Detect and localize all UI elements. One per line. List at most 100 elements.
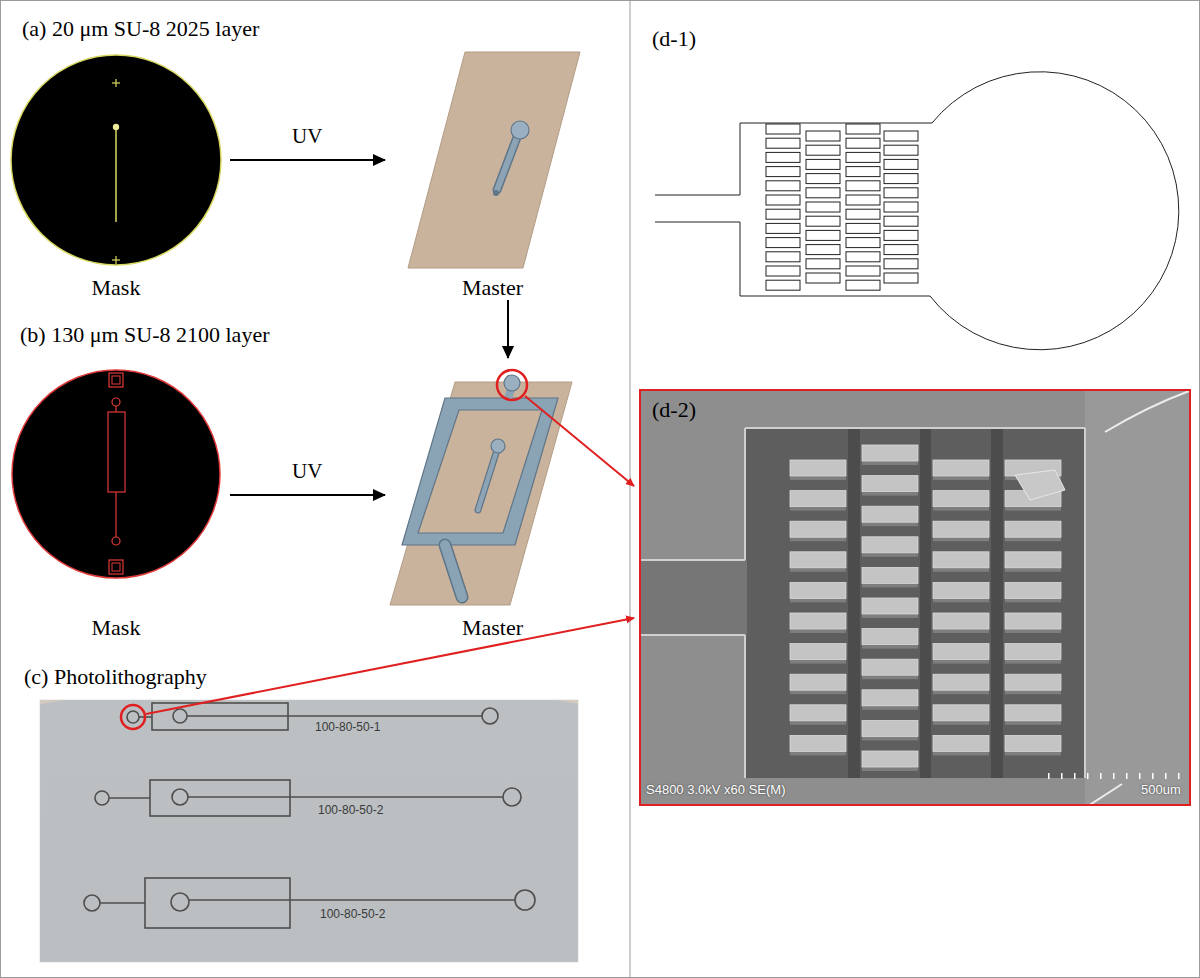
panel-caption: Master <box>462 615 523 640</box>
master-b-drawing-part <box>491 439 505 453</box>
chamber-outline-part <box>655 222 740 223</box>
chamber-outline-part-part <box>766 181 800 191</box>
sem-image-part <box>1048 773 1180 779</box>
sem-image-part-part <box>1005 552 1061 568</box>
photo-border <box>40 700 578 962</box>
master-b-drawing-part <box>478 450 497 510</box>
mask-a-drawing-part <box>115 79 116 87</box>
sem-image-part-part <box>862 476 918 492</box>
sem-image-part-part <box>862 720 918 736</box>
sem-image-part-part <box>862 506 918 522</box>
chamber-outline-part <box>740 222 741 296</box>
sem-image-part-part <box>933 460 989 476</box>
wafer-photo-part-part <box>173 709 187 723</box>
sem-image-part-part <box>862 445 918 461</box>
master-a-drawing <box>408 52 580 268</box>
wafer-photo <box>40 700 578 962</box>
sem-image <box>641 391 1189 804</box>
chamber-outline-part-part <box>806 259 840 269</box>
chamber-outline-part-part <box>884 216 918 226</box>
mask-a-drawing-part <box>115 256 116 264</box>
sem-image-part-part <box>790 644 846 660</box>
sem-image-part-part <box>744 428 746 560</box>
figure-panel: Master <box>385 358 600 640</box>
callout-pointers-part <box>525 396 634 486</box>
wafer-photo-part-part <box>172 789 188 805</box>
mask-b-drawing-part <box>115 406 116 412</box>
sem-image-part-part <box>862 751 918 767</box>
chamber-outline-part-part <box>766 252 800 262</box>
process-arrow <box>230 159 385 161</box>
chamber-outline-part-part <box>806 230 840 240</box>
sem-image-part-part <box>933 735 989 751</box>
master-b-drawing <box>390 375 572 605</box>
chamber-outline-part-part <box>884 188 918 198</box>
chamber-outline-part-part <box>806 273 840 283</box>
wafer-photo-part-part <box>189 899 515 901</box>
chamber-outline-part-part <box>884 174 918 184</box>
chamber-outline-part-part <box>884 230 918 240</box>
sem-image-part-part <box>933 491 989 507</box>
chamber-outline-part-part <box>884 202 918 212</box>
chamber-outline-part-part <box>766 152 800 162</box>
sem-image-part-part <box>790 521 846 537</box>
sem-image-part-part <box>862 659 918 675</box>
sem-image-part-part <box>933 582 989 598</box>
sem-image-part <box>641 428 1085 778</box>
sem-image-part-part <box>933 613 989 629</box>
sem-image-part <box>1105 391 1189 432</box>
panel-heading: (c) Photolithography <box>24 664 207 689</box>
mask-b-drawing-part <box>12 370 220 578</box>
sem-image-part-part <box>790 613 846 629</box>
master-b-drawing-part <box>390 382 572 605</box>
sem-info: S4800 3.0kV x60 SE(M) <box>646 783 785 798</box>
mask-a-drawing-part <box>113 124 119 130</box>
callout-pointers-part <box>497 370 527 400</box>
sem-image-part-part <box>641 559 745 561</box>
chamber-outline-part-part <box>846 209 880 219</box>
wafer-photo-part-part <box>515 890 535 910</box>
sem-image-part <box>1088 784 1122 804</box>
wafer-photo-part-part <box>188 796 503 798</box>
sem-image-part-part <box>933 674 989 690</box>
master-b-drawing-part <box>445 545 462 597</box>
chamber-outline-part <box>740 296 930 297</box>
chamber-outline-part-part <box>846 266 880 276</box>
frame-part <box>630 0 631 978</box>
mask-b-drawing-part <box>109 373 123 387</box>
chamber-outline-part-part <box>846 280 880 290</box>
sem-image-part-part <box>862 567 918 583</box>
sem-image-part-part <box>862 629 918 645</box>
wafer-photo-part-part <box>171 893 189 911</box>
sem-image-part-part <box>790 552 846 568</box>
chamber-outline-part-part <box>884 273 918 283</box>
panel-caption: Mask <box>92 615 141 640</box>
panel-caption: Mask <box>92 275 141 300</box>
chamber-outline-part-part <box>766 280 800 290</box>
figure-panel: Mask <box>2 366 230 640</box>
mask-a-drawing-part <box>115 128 117 222</box>
chamber-outline-part-part <box>846 181 880 191</box>
chamber-outline-part <box>740 123 741 195</box>
edge-label: UV <box>289 124 325 148</box>
sem-image-part <box>641 391 1189 804</box>
sem-image-part-part <box>1005 674 1061 690</box>
chamber-outline-part-part <box>846 252 880 262</box>
master-a-drawing-part <box>497 132 519 190</box>
chamber-outline-part-part <box>766 223 800 233</box>
sem-image-part-part <box>933 644 989 660</box>
chamber-outline-part-part <box>884 259 918 269</box>
sem-image-part-part <box>745 427 1085 429</box>
chamber-outline-part-part <box>766 124 800 134</box>
sem-image-part-part <box>862 537 918 553</box>
process-arrow <box>230 494 385 496</box>
mask-b-drawing <box>12 370 220 578</box>
sem-image-part-part <box>862 598 918 614</box>
chamber-outline-part <box>766 124 918 290</box>
sem-image-part-part <box>744 635 746 778</box>
sem-image-part-part <box>1084 428 1086 778</box>
sem-image-part-part <box>933 521 989 537</box>
mask-b-drawing-part <box>115 492 116 537</box>
